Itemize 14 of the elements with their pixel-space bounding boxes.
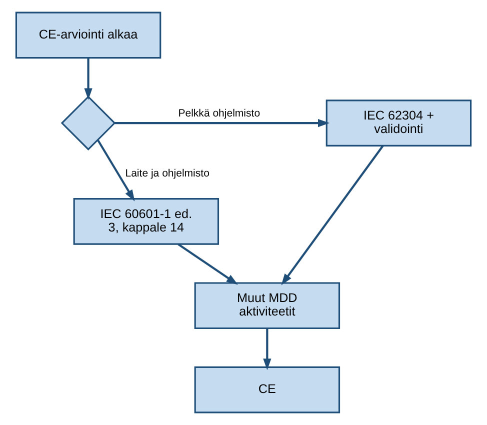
arrow [263,328,272,370]
node-box: CE [194,366,340,414]
node-box: IEC 60601-1 ed. 3, kappale 14 [73,198,220,245]
node-box: CE-arviointi alkaa [15,12,162,59]
arrow [281,145,384,286]
node-box: IEC 62304 + validointi [326,100,472,146]
arrow [84,58,92,100]
arrow [96,139,135,202]
arrow [114,119,330,128]
arrow [178,243,238,285]
node-box: Muut MDD aktiviteetit [194,282,340,330]
edge-label: Laite ja ohjelmisto [125,168,210,180]
edge-label: Pelkkä ohjelmisto [178,108,260,120]
node-diamond [60,96,116,150]
